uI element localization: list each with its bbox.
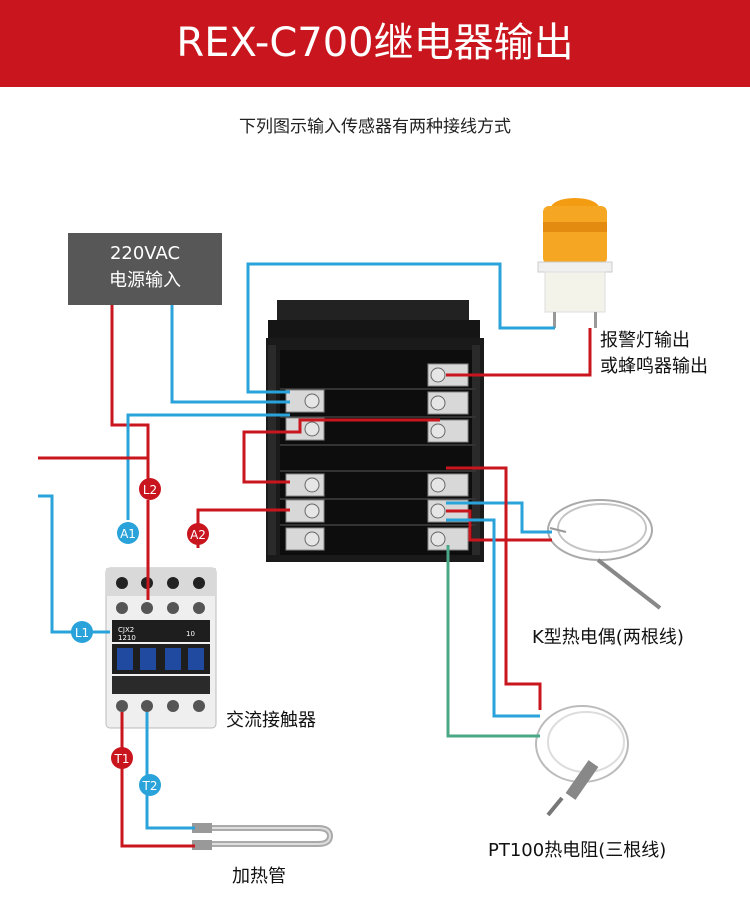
- k-thermocouple-label: K型热电偶(两根线): [532, 627, 684, 648]
- wire-blue-t2: [145, 712, 195, 830]
- svg-text:T1: T1: [114, 752, 130, 766]
- badge-l1: L1: [71, 621, 93, 643]
- alarm-output-label-2: 或蜂鸣器输出: [600, 356, 708, 377]
- right-terminal-column: [427, 363, 469, 551]
- power-input-box: 220VAC 电源输入: [68, 233, 222, 305]
- wire-blue-k: [446, 501, 552, 534]
- svg-text:T2: T2: [142, 779, 158, 793]
- svg-text:A1: A1: [120, 527, 136, 541]
- badge-a2: A2: [187, 523, 209, 545]
- wire-blue-a1: [126, 413, 290, 520]
- wire-blue-l1: [38, 494, 110, 634]
- left-terminal-column: [285, 389, 325, 551]
- heater-label: 加热管: [232, 866, 286, 887]
- alarm-lamp-icon: [537, 198, 613, 328]
- power-label: 电源输入: [109, 270, 181, 291]
- contactor-aux: 10: [186, 630, 195, 638]
- svg-text:A2: A2: [190, 528, 206, 542]
- subtitle: 下列图示输入传感器有两种接线方式: [239, 117, 511, 137]
- contactor-rating: 1210: [118, 634, 136, 642]
- badge-l2: L2: [139, 478, 161, 500]
- svg-text:L1: L1: [75, 626, 89, 640]
- pt100-label: PT100热电阻(三根线): [488, 840, 667, 861]
- contactor-model: CJX2: [118, 626, 134, 634]
- power-voltage: 220VAC: [109, 243, 181, 264]
- badge-t1: T1: [111, 747, 133, 769]
- ac-contactor-icon: CJX2 1210 10: [105, 567, 217, 729]
- wire-red-pt: [446, 466, 542, 710]
- svg-text:L2: L2: [143, 483, 157, 497]
- wire-red-power: [110, 305, 150, 480]
- pt100-rtd-icon: [535, 705, 629, 817]
- contactor-label: 交流接触器: [226, 710, 316, 731]
- title-banner: REX-C700继电器输出: [0, 0, 750, 87]
- badge-a1: A1: [117, 522, 139, 544]
- wire-red-a2: [290, 418, 440, 434]
- wire-red-k: [446, 509, 552, 542]
- wire-blue-alarm: [246, 262, 555, 394]
- heater-tube-icon: [192, 823, 334, 850]
- wire-red-alarm: [446, 328, 592, 377]
- wire-green-pt: [446, 545, 540, 738]
- wire-blue-power: [170, 305, 290, 404]
- k-thermocouple-icon: [547, 499, 662, 610]
- wires: [38, 262, 592, 848]
- alarm-output-label-1: 报警灯输出: [600, 330, 690, 351]
- wire-red-relay: [242, 430, 290, 484]
- badge-t2: T2: [139, 774, 161, 796]
- page-title: REX-C700继电器输出: [176, 20, 574, 66]
- wire-blue-pt: [446, 518, 540, 718]
